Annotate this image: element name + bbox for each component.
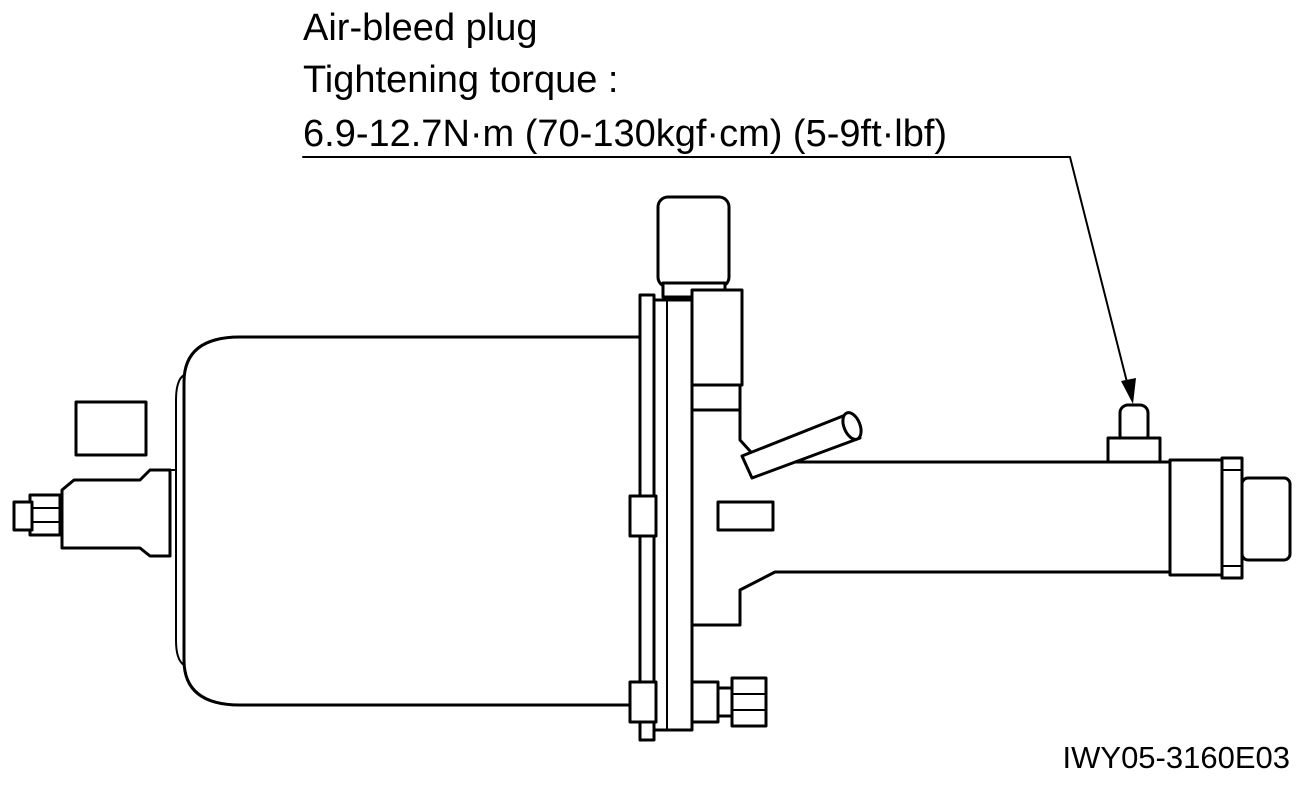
torque-label: Tightening torque : (303, 59, 619, 101)
leader-line (302, 156, 1136, 404)
torque-value: 6.9-12.7N·m (70-130kgf·cm) (5-9ft·lbf) (303, 113, 948, 155)
cylinder-housing (690, 408, 1174, 627)
drawing-id: IWY05-3160E03 (1062, 740, 1290, 775)
callout-title: Air-bleed plug (303, 7, 538, 49)
angled-pipe (740, 411, 863, 480)
top-cap (656, 195, 744, 412)
right-end-fitting (1168, 456, 1292, 580)
left-end-fitting (12, 400, 172, 558)
chamber-body (169, 335, 642, 707)
air-bleed-plug (1106, 403, 1162, 464)
